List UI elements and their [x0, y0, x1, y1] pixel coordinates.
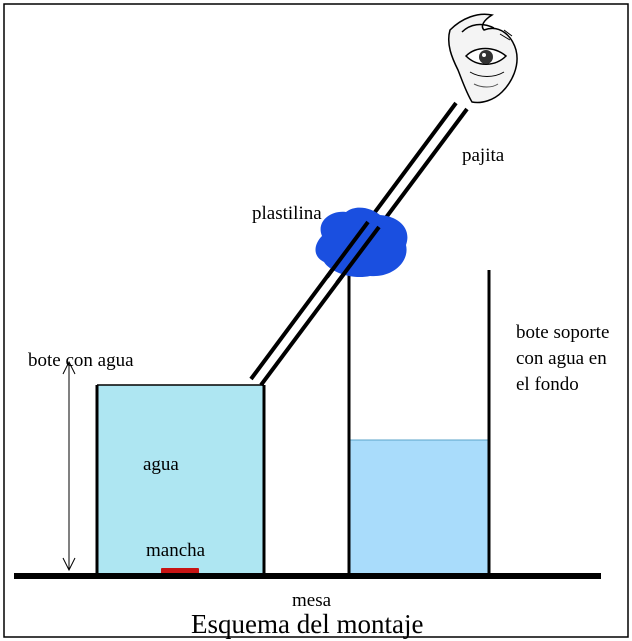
- label-table: mesa: [292, 590, 332, 611]
- height-arrow: [62, 360, 76, 572]
- label-support-container-line2: con agua en: [516, 348, 607, 369]
- label-water-container: bote con agua: [28, 350, 134, 371]
- label-support-container-line3: el fondo: [516, 374, 579, 395]
- water-container: [97, 385, 264, 574]
- straw-through-clay: [325, 220, 381, 285]
- stain-mark: [161, 568, 199, 574]
- label-water: agua: [143, 454, 179, 475]
- support-container-water: [349, 440, 489, 574]
- label-support-container-line1: bote soporte: [516, 322, 609, 343]
- label-straw: pajita: [462, 145, 505, 166]
- label-stain: mancha: [146, 540, 206, 561]
- label-plasticine: plastilina: [252, 203, 322, 224]
- diagram-caption: Esquema del montaje: [191, 609, 423, 639]
- plasticine-blob: [315, 207, 408, 278]
- frame-border: [3, 3, 629, 638]
- eye-icon: [447, 13, 518, 104]
